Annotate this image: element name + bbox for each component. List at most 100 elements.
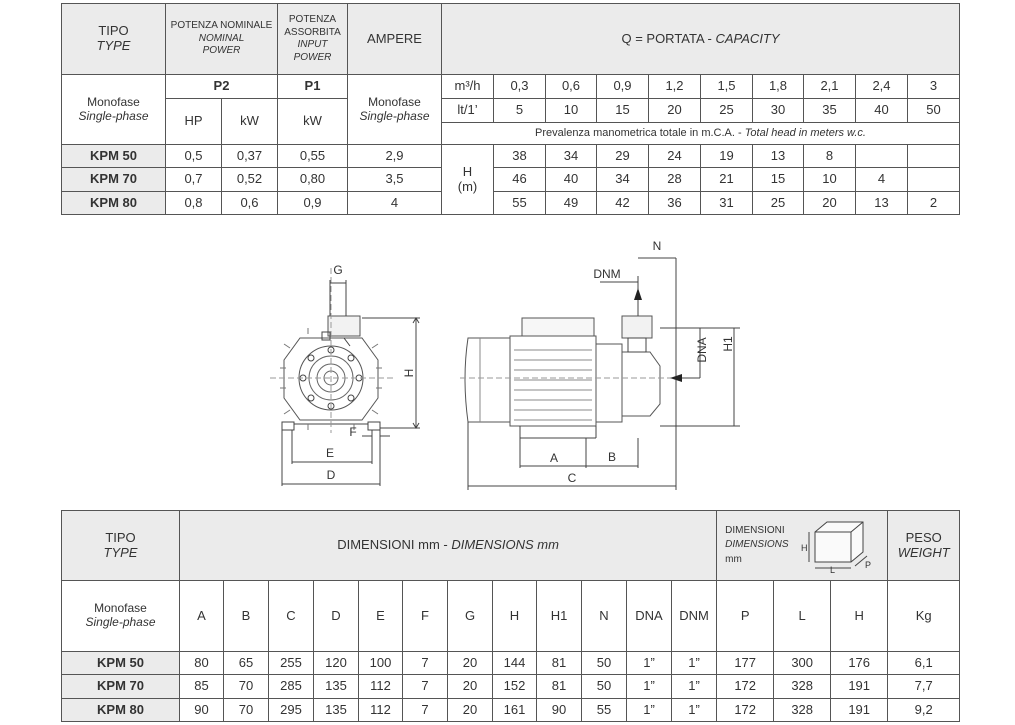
- dim-value: 100: [358, 651, 403, 675]
- head-value: [906, 167, 961, 192]
- box-mm-label: mm: [725, 553, 742, 565]
- kw-value: 0,37: [221, 144, 278, 168]
- dim-value: 1”: [670, 698, 718, 722]
- m3h-value: 1,5: [700, 74, 753, 99]
- lt-value: 5: [493, 98, 546, 123]
- box-dim-label: DIMENSIONI: [725, 524, 785, 536]
- dim-value: 6,1: [887, 651, 961, 675]
- dim-value: 7: [402, 651, 448, 675]
- portata-label: Q = PORTATA -: [621, 30, 716, 46]
- label-n: N: [653, 239, 662, 253]
- dim-value: 135: [313, 674, 359, 699]
- model-name: KPM 70: [61, 674, 180, 699]
- label-c: C: [568, 471, 577, 485]
- head-value: 29: [596, 144, 649, 168]
- label-h: H: [402, 369, 416, 378]
- col-header: H: [830, 580, 889, 652]
- total-head-note: Prevalenza manometrica totale in m.C.A. …: [440, 122, 961, 145]
- assorbita-label: ASSORBITA: [284, 26, 341, 38]
- ampere-header: AMPERE: [347, 3, 442, 75]
- monofase-label: Monofase: [368, 94, 421, 109]
- box-l-label: L: [830, 565, 835, 574]
- ampere-value: 3,5: [347, 167, 442, 192]
- head-value: [855, 144, 908, 168]
- dim-value: 70: [223, 698, 269, 722]
- label-g: G: [333, 263, 342, 277]
- head-value: 55: [493, 191, 546, 215]
- head-value: 34: [596, 167, 649, 192]
- kw-input-header: kW: [277, 98, 348, 145]
- col-header: L: [773, 580, 832, 652]
- monofase-cell: Monofase Single-phase: [61, 74, 166, 145]
- lt-unit: lt/1’: [441, 98, 494, 123]
- box-dimensions-label: DIMENSIONS: [725, 539, 789, 551]
- input-power-header: POTENZA ASSORBITA INPUT POWER: [277, 3, 348, 75]
- input-power-label: POWER: [293, 51, 332, 63]
- m3h-value: 2,4: [855, 74, 908, 99]
- table-row: KPM 70 85 70 285 135 112 7 20 152 81 50 …: [61, 674, 961, 699]
- prevalenza-label: Prevalenza manometrica totale in m.C.A. …: [535, 127, 745, 140]
- m-label: (m): [457, 178, 478, 194]
- head-value: 31: [700, 191, 753, 215]
- hp-header: HP: [165, 98, 222, 145]
- m3h-value: 0,3: [493, 74, 546, 99]
- col-header: Kg: [887, 580, 961, 652]
- col-header: P: [716, 580, 775, 652]
- dim-value: 161: [492, 698, 537, 722]
- dim-value: 120: [313, 651, 359, 675]
- table-row: KPM 80 90 70 295 135 112 7 20 161 90 55 …: [61, 698, 961, 722]
- dim-value: 135: [313, 698, 359, 722]
- model-name: KPM 70: [61, 167, 166, 192]
- dim-value: 65: [223, 651, 269, 675]
- dimensions-table: TIPO TYPE DIMENSIONI mm - DIMENSIONS mm …: [61, 510, 961, 722]
- head-value: 10: [803, 167, 856, 192]
- nominal-power-header: POTENZA NOMINALE NOMINAL POWER: [165, 3, 278, 75]
- monofase-cell: Monofase Single-phase: [61, 580, 180, 652]
- pump-front-view: G H F E D: [270, 263, 420, 486]
- m3h-value: 0,6: [545, 74, 597, 99]
- model-name: KPM 50: [61, 651, 180, 675]
- dim-value: 300: [773, 651, 832, 675]
- pump-side-view: N DNM DNA H1 A B C: [460, 239, 740, 490]
- dim-value: 172: [716, 674, 775, 699]
- total-head-label: Total head in meters w.c.: [744, 127, 866, 140]
- nominal-label: NOMINAL: [198, 32, 245, 44]
- m3h-value: 0,9: [596, 74, 649, 99]
- dim-value: 81: [536, 651, 582, 675]
- head-value: 4: [855, 167, 908, 192]
- potenza-nominale-label: POTENZA NOMINALE: [170, 20, 273, 32]
- dim-value: 50: [581, 674, 627, 699]
- ampere-value: 4: [347, 191, 442, 215]
- hp-value: 0,8: [165, 191, 222, 215]
- dim-value: 55: [581, 698, 627, 722]
- table-row: KPM 80 0,8 0,6 0,9 4 55 49 42 36 31 25 2…: [61, 191, 961, 215]
- col-header: C: [268, 580, 314, 652]
- kw-value: 0,6: [221, 191, 278, 215]
- lt-value: 25: [700, 98, 753, 123]
- dim-value: 50: [581, 651, 627, 675]
- input-label: INPUT: [297, 39, 328, 50]
- lt-value: 50: [906, 98, 961, 123]
- hp-value: 0,5: [165, 144, 222, 168]
- dim-value: 295: [268, 698, 314, 722]
- kw-header: kW: [221, 98, 278, 145]
- col-header: F: [402, 580, 448, 652]
- col-header: G: [447, 580, 493, 652]
- box-dimensions-header: DIMENSIONI DIMENSIONS mm H L P: [716, 510, 889, 581]
- table-row: KPM 50 80 65 255 120 100 7 20 144 81 50 …: [61, 651, 961, 675]
- col-header: B: [223, 580, 269, 652]
- weight-header: PESO WEIGHT: [887, 510, 961, 581]
- monofase-label: Monofase: [94, 601, 147, 616]
- tipo-header: TIPO TYPE: [61, 3, 166, 75]
- capacity-header: Q = PORTATA - CAPACITY: [440, 3, 961, 75]
- label-dnm: DNM: [593, 267, 620, 281]
- head-value: 13: [855, 191, 908, 215]
- col-header: A: [179, 580, 224, 652]
- p1-value: 0,80: [277, 167, 348, 192]
- head-value: 49: [545, 191, 597, 215]
- single-phase-label: Single-phase: [85, 615, 156, 629]
- tipo-label: TIPO: [98, 23, 129, 39]
- dimensioni-label: DIMENSIONI mm -: [337, 537, 452, 553]
- dim-value: 1”: [670, 674, 718, 699]
- single-phase-label: Single-phase: [78, 108, 149, 123]
